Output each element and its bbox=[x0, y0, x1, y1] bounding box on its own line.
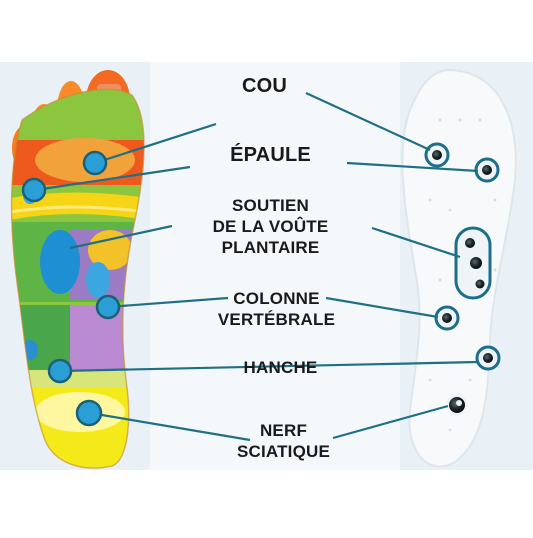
background-band-glow bbox=[150, 62, 400, 470]
spine-magnet bbox=[434, 305, 460, 331]
connector-hip bbox=[59, 360, 479, 373]
label-arch-line-2: DE LA VOÛTE bbox=[212, 217, 329, 236]
shoulder-marker-upper bbox=[82, 150, 108, 176]
connector-neck-right bbox=[305, 92, 431, 151]
arch-magnet-top bbox=[465, 238, 475, 248]
label-sciatic: NERF SCIATIQUE bbox=[17, 420, 533, 462]
label-arch-line-3: PLANTAIRE bbox=[221, 238, 320, 257]
sciatic-magnet bbox=[446, 394, 468, 416]
connector-arch-left bbox=[69, 224, 173, 250]
label-spine-line-1: COLONNE bbox=[233, 289, 320, 308]
connector-shoulder-left bbox=[34, 165, 191, 192]
label-sciatic-line-1: NERF bbox=[259, 421, 308, 440]
connector-shoulder-top bbox=[94, 122, 217, 165]
shoulder-magnet bbox=[474, 157, 500, 183]
connector-arch-right bbox=[371, 226, 461, 259]
label-hip: HANCHE bbox=[14, 357, 533, 378]
hip-magnet bbox=[475, 345, 501, 371]
label-hip-line-1: HANCHE bbox=[243, 358, 318, 377]
foot-markers bbox=[21, 150, 121, 427]
label-arch: SOUTIEN DE LA VOÛTE PLANTAIRE bbox=[4, 195, 533, 258]
neck-magnet bbox=[424, 142, 450, 168]
arch-magnet-bottom bbox=[475, 279, 485, 289]
shoulder-marker-lower bbox=[21, 177, 47, 203]
sciatic-marker bbox=[75, 399, 103, 427]
connector-sciatic-right bbox=[332, 404, 449, 440]
label-shoulder: ÉPAULE bbox=[4, 143, 533, 167]
connector-shoulder-right bbox=[346, 161, 479, 173]
label-shoulder-line-1: ÉPAULE bbox=[230, 144, 311, 166]
label-spine-line-2: VERTÉBRALE bbox=[217, 310, 336, 329]
spine-marker bbox=[95, 294, 121, 320]
connector-sciatic-left bbox=[89, 411, 251, 442]
connector-lines bbox=[34, 92, 479, 442]
connector-spine-right bbox=[325, 296, 439, 319]
label-spine: COLONNE VERTÉBRALE bbox=[10, 288, 533, 330]
arch-magnet-middle bbox=[470, 257, 482, 269]
label-neck-line-1: COU bbox=[241, 75, 288, 97]
label-neck: COU bbox=[0, 74, 531, 98]
label-sciatic-line-2: SCIATIQUE bbox=[236, 442, 331, 461]
connector-spine-left bbox=[107, 296, 229, 309]
hip-marker bbox=[47, 358, 73, 384]
label-arch-line-1: SOUTIEN bbox=[232, 196, 309, 215]
